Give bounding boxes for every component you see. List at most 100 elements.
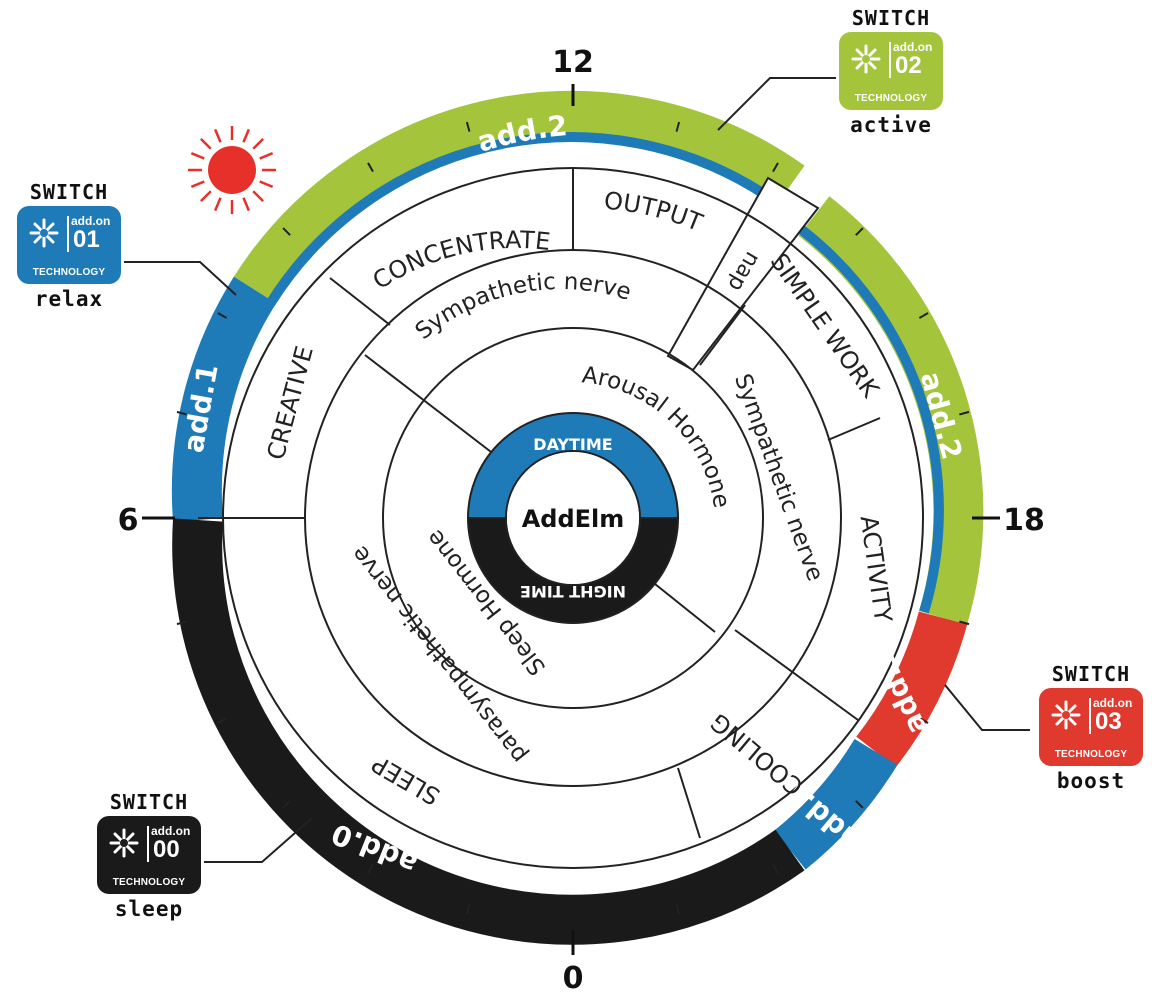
sun-ray [190, 180, 205, 188]
ring-segment-add2-right [798, 196, 984, 626]
clock-ticks [176, 121, 970, 915]
hub-nighttime-label: NIGHT TIME [520, 582, 626, 601]
ring-inner-blue-top [265, 132, 783, 307]
asterisk-icon [109, 828, 139, 858]
ring-inner-blue-right [798, 226, 944, 614]
clock-tick [176, 620, 187, 626]
clock-tick [855, 800, 864, 809]
switch-00-badge: add.on 00 TECHNOLOGY [97, 816, 201, 894]
nerve-sympathetic-top: Sympathetic nerve [411, 269, 634, 345]
hub-center-label: AddElm [522, 505, 625, 533]
leader-switch-00 [204, 817, 313, 863]
clock-tick [855, 227, 864, 236]
switch-02-number: 02 [895, 52, 922, 79]
clock-tick [465, 904, 471, 915]
sun-ray [259, 152, 274, 160]
clock-tick [367, 863, 374, 874]
switch-03-title: SWITCH [1051, 662, 1131, 686]
switch-03-number: 03 [1095, 708, 1122, 735]
ring-segment-add1-left [171, 276, 277, 522]
switch-02-mode: active [850, 113, 932, 137]
segment-cooling: COOLING [705, 708, 808, 801]
sun-ray [242, 197, 250, 212]
sun-ray [242, 128, 250, 143]
asterisk-icon [1051, 700, 1081, 730]
hormone-ring [382, 327, 764, 709]
segment-creative: CREATIVE [262, 343, 319, 463]
switch-02-divider [889, 42, 891, 78]
clock-tick [465, 121, 471, 132]
clock-tick [282, 227, 291, 236]
switch-00-technology: TECHNOLOGY [112, 877, 186, 888]
clock-tick [176, 410, 187, 416]
switch-02-technology: TECHNOLOGY [854, 93, 928, 104]
hub-nighttime [466, 517, 680, 624]
segment-activity: ACTIVITY [855, 514, 898, 624]
switch-02-badge: add.on 02 TECHNOLOGY [839, 32, 943, 110]
ring-segment-add1-lower [774, 738, 898, 870]
clock-tick [918, 312, 929, 319]
switch-03: SWITCH add.on 03 TECHNOLOGY boost [1036, 662, 1146, 794]
divider-hub-lower [649, 579, 716, 633]
clock-tick [772, 863, 779, 874]
switch-00-addon: add.on [151, 824, 191, 838]
switch-00-divider [147, 826, 149, 862]
ring-segment-add0 [172, 518, 805, 945]
switch-01-badge: add.on 01 TECHNOLOGY [17, 206, 121, 284]
sun-disc [208, 146, 256, 194]
leader-switch-02 [717, 77, 836, 131]
sun-ray [259, 180, 274, 188]
clock-tick [772, 162, 779, 173]
divider-simple-activity [827, 417, 881, 441]
asterisk-icon [29, 218, 59, 248]
hour-label-0: 0 [563, 961, 584, 995]
sun-ray [190, 152, 205, 160]
clock-tick [367, 162, 374, 173]
nerve-sympathetic-right: Sympathetic nerve [729, 371, 828, 585]
segment-sleep: SLEEP [367, 749, 445, 810]
switch-01-mode: relax [34, 287, 104, 311]
divider-creative-concentrate [329, 277, 391, 326]
switch-03-divider [1089, 698, 1091, 734]
hour-label-12: 12 [552, 45, 594, 80]
switch-03-badge: add.on 03 TECHNOLOGY [1039, 688, 1143, 766]
switch-01-divider [67, 216, 69, 252]
leader-switch-01 [124, 261, 237, 296]
divider-activity-cooling [734, 629, 859, 721]
ring-segment-add2-top [233, 90, 805, 304]
clock-tick [918, 717, 929, 724]
sun-ray [200, 138, 212, 150]
divider-hub-upper [364, 354, 496, 456]
switch-00: SWITCH add.on 00 TECHNOLOGY sleep [94, 790, 204, 922]
switch-00-title: SWITCH [109, 790, 189, 814]
clock-tick [217, 312, 228, 319]
hub-core [507, 452, 639, 584]
switch-00-mode: sleep [114, 897, 184, 921]
switch-03-mode: boost [1056, 769, 1126, 793]
clock-tick [217, 717, 228, 724]
leader-switch-03 [944, 684, 1030, 731]
sun-ray [214, 128, 222, 143]
switch-02-title: SWITCH [851, 6, 931, 30]
switch-01-title: SWITCH [29, 180, 109, 204]
sun-ray [252, 190, 264, 202]
clock-tick [959, 620, 970, 626]
divider-cooling-sleep [677, 767, 701, 839]
sun-icon [188, 126, 276, 214]
segment-output: OUTPUT [603, 187, 707, 238]
hub-daytime-label: DAYTIME [533, 435, 612, 454]
sun-ray [252, 138, 264, 150]
switch-01-number: 01 [73, 226, 100, 253]
hub-daytime [466, 412, 680, 519]
switch-01-addon: add.on [71, 214, 111, 228]
hour-label-18: 18 [1003, 503, 1045, 538]
switch-01-technology: TECHNOLOGY [32, 267, 106, 278]
switch-03-technology: TECHNOLOGY [1054, 749, 1128, 760]
switch-02: SWITCH add.on 02 TECHNOLOGY active [836, 6, 946, 138]
switch-02-addon: add.on [893, 40, 933, 54]
divider-simple-nerve [699, 304, 746, 366]
sun-ray [200, 190, 212, 202]
switch-00-number: 00 [153, 836, 180, 863]
switch-01: SWITCH add.on 01 TECHNOLOGY relax [14, 180, 124, 312]
